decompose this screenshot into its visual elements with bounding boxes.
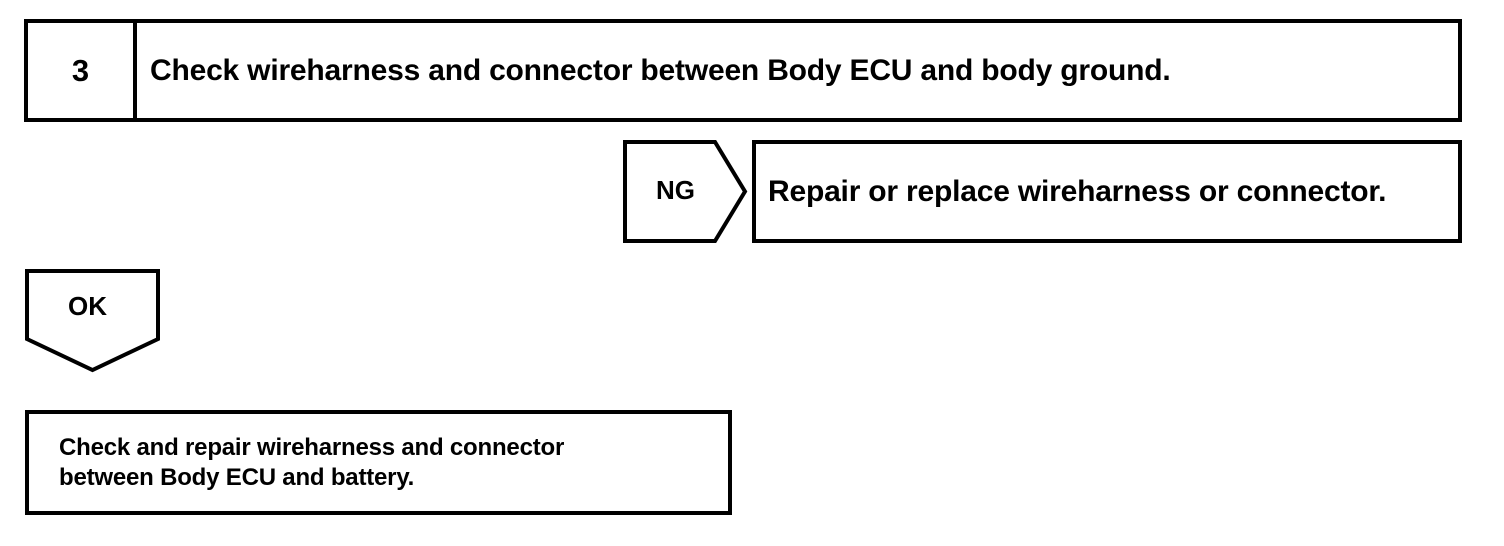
ok-pentagon-icon	[25, 269, 160, 373]
ok-action-text-line-1: Check and repair wireharness and connect…	[59, 434, 565, 462]
ng-action-text: Repair or replace wireharness or connect…	[768, 174, 1387, 208]
ng-branch-label: NG	[656, 175, 695, 205]
step-number: 3	[71, 53, 90, 88]
ok-action-text-line-2: between Body ECU and battery.	[59, 463, 415, 491]
ok-action-text: Check and repair wireharness and connect…	[59, 433, 564, 492]
ng-pentagon-icon	[623, 140, 748, 243]
ok-branch-label: OK	[68, 291, 107, 321]
step-number-cell: 3	[28, 23, 137, 118]
step-row: 3 Check wireharness and connector betwee…	[24, 19, 1462, 122]
ng-branch-tag: NG	[623, 140, 748, 243]
step-instruction-cell: Check wireharness and connector between …	[137, 23, 1458, 118]
ok-action-box: Check and repair wireharness and connect…	[25, 410, 732, 515]
step-instruction-text: Check wireharness and connector between …	[150, 54, 1171, 87]
ok-branch-tag: OK	[25, 269, 160, 373]
ng-action-box: Repair or replace wireharness or connect…	[752, 140, 1462, 243]
